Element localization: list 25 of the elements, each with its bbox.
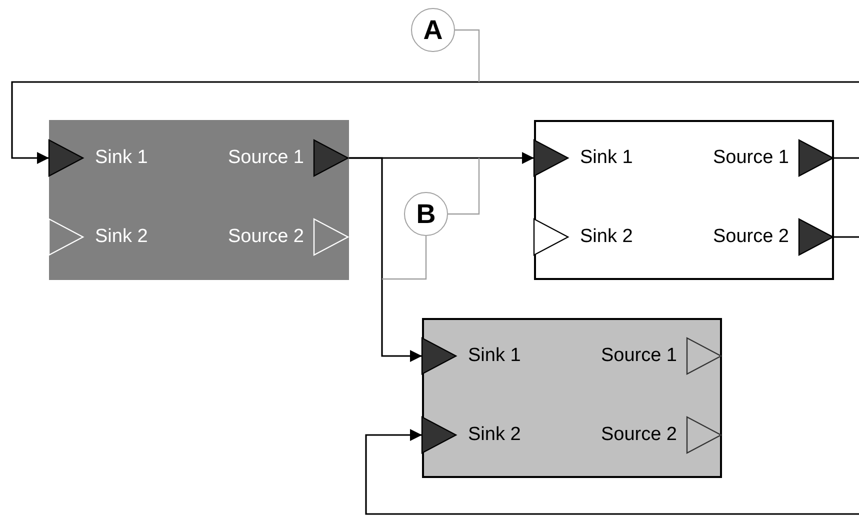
leader-line <box>382 236 427 280</box>
port-label: Source 1 <box>228 147 304 169</box>
port-label: Source 2 <box>228 226 304 248</box>
port-label: Source 2 <box>712 226 789 248</box>
port-label: Sink 1 <box>95 147 148 169</box>
port-label: Sink 2 <box>468 424 521 446</box>
block-box <box>49 120 349 280</box>
block-box <box>534 120 834 280</box>
arrow <box>365 429 859 515</box>
port-label: Source 1 <box>600 345 677 367</box>
arrow <box>11 81 859 164</box>
port-label: Source 1 <box>712 147 789 169</box>
port-label: Sink 1 <box>468 345 521 367</box>
block-box <box>422 318 722 478</box>
port-label: Sink 2 <box>580 226 633 248</box>
leader-line <box>455 29 480 82</box>
connector-line <box>834 236 859 238</box>
port-label: Sink 2 <box>95 226 148 248</box>
leader-line <box>448 158 480 215</box>
port-label: Sink 1 <box>580 147 633 169</box>
arrow <box>349 157 422 362</box>
port-label: Source 2 <box>600 424 677 446</box>
connector-line <box>834 157 859 159</box>
callout-circle: A <box>411 8 455 52</box>
callout-circle: B <box>404 192 448 236</box>
